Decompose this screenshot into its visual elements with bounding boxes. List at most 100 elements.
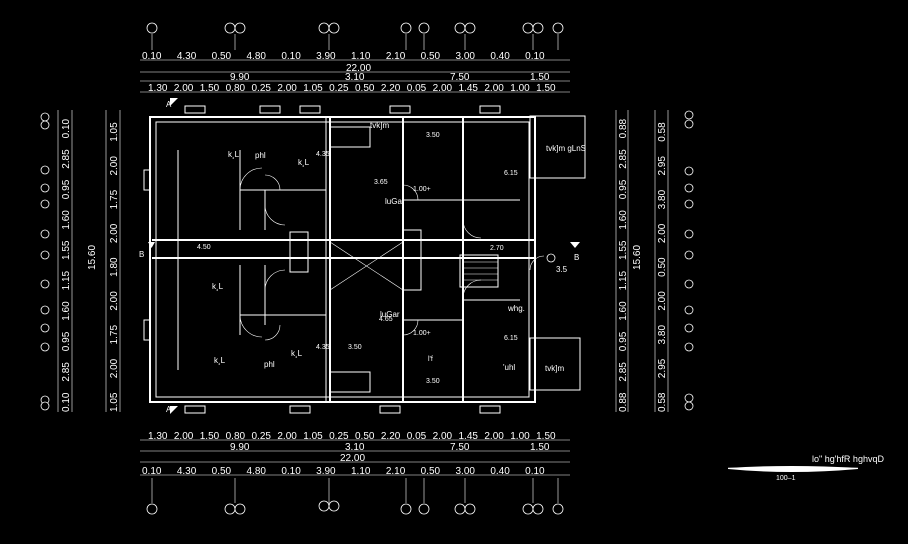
dim-top-group: 3.10 bbox=[345, 72, 365, 83]
top-grid-bubbles bbox=[146, 22, 564, 50]
dim-right-total: 15.60 bbox=[632, 245, 643, 270]
right-grid-bubbles bbox=[684, 110, 694, 411]
dims-left-outer: 0.102.850.951.601.551.151.600.952.850.10 bbox=[61, 118, 72, 412]
dim-left-detail: 1.05 bbox=[109, 392, 120, 412]
dim-right-detail: 2.00 bbox=[657, 223, 668, 243]
plan-annotation: 6.15 bbox=[504, 170, 518, 177]
left-grid-bubbles bbox=[40, 112, 50, 411]
dim-right-detail: 3.80 bbox=[657, 189, 668, 209]
dim-right-detail: 2.95 bbox=[657, 156, 668, 176]
dim-bottom-detail: 0.25 bbox=[252, 431, 272, 442]
room-label: k¸L bbox=[212, 282, 224, 291]
plan-annotation: 1.00+ bbox=[413, 186, 431, 193]
dim-top-detail: 2.00 bbox=[174, 83, 194, 94]
dim-right-segment: 0.95 bbox=[618, 179, 629, 199]
dim-left-detail: 2.00 bbox=[109, 156, 120, 176]
room-label: luGar bbox=[380, 310, 400, 319]
plan-annotation: 3.50 bbox=[348, 344, 362, 351]
room-label: tvk]m bbox=[545, 364, 564, 373]
dim-left-detail: 2.00 bbox=[109, 358, 120, 378]
plan-annotation: 6.15 bbox=[504, 335, 518, 342]
section-mark-label: A bbox=[166, 100, 172, 109]
dim-bottom-segment: 4.30 bbox=[177, 466, 197, 477]
dim-right-detail: 0.50 bbox=[657, 257, 668, 277]
dim-bottom-segment: 3.00 bbox=[456, 466, 476, 477]
plan-annotation: 3.65 bbox=[374, 179, 388, 186]
plan-annotation: 4.35 bbox=[316, 344, 330, 351]
dim-top-group: 7.50 bbox=[450, 72, 470, 83]
dim-right-segment: 1.55 bbox=[618, 240, 629, 260]
dim-right-segment: 1.60 bbox=[618, 301, 629, 321]
dim-top-segment: 0.10 bbox=[142, 51, 162, 62]
dim-right-detail: 0.58 bbox=[657, 122, 668, 142]
dim-bottom-detail: 1.50 bbox=[536, 431, 556, 442]
room-label: phl bbox=[264, 360, 275, 369]
room-label: whg. bbox=[507, 304, 525, 313]
dim-top-group: 1.50 bbox=[530, 72, 550, 83]
scale-block: lo" hg'hfR hghvqD 100–1 bbox=[728, 454, 884, 482]
dim-right-segment: 2.85 bbox=[618, 362, 629, 382]
dim-bottom-detail: 0.25 bbox=[329, 431, 349, 442]
dim-top-detail: 2.00 bbox=[277, 83, 297, 94]
dim-left-segment: 1.60 bbox=[61, 301, 72, 321]
dim-bottom-segment: 0.40 bbox=[490, 466, 510, 477]
dim-top-detail: 0.25 bbox=[329, 83, 349, 94]
dim-bottom-detail: 2.00 bbox=[174, 431, 194, 442]
dim-left-detail: 1.75 bbox=[109, 325, 120, 345]
dim-top-segment: 0.10 bbox=[281, 51, 301, 62]
room-label: k¸L bbox=[291, 349, 303, 358]
room-label: k¸L bbox=[228, 150, 240, 159]
room-label: tvk]m bbox=[370, 121, 389, 130]
room-label: luGar bbox=[385, 197, 405, 206]
dim-left-detail: 2.00 bbox=[109, 291, 120, 311]
scale-ratio: 100–1 bbox=[776, 475, 796, 482]
dim-top-segment: 0.10 bbox=[525, 51, 545, 62]
dim-bottom-total: 22.00 bbox=[340, 453, 365, 464]
dim-bottom-detail: 0.80 bbox=[226, 431, 246, 442]
dim-left-segment: 2.85 bbox=[61, 149, 72, 169]
dim-top-detail: 2.00 bbox=[433, 83, 453, 94]
dim-top-detail: 1.50 bbox=[200, 83, 220, 94]
dim-left-segment: 1.60 bbox=[61, 210, 72, 230]
dim-top-detail: 2.00 bbox=[484, 83, 504, 94]
dim-left-segment: 0.10 bbox=[61, 392, 72, 412]
dim-bottom-detail: 2.00 bbox=[433, 431, 453, 442]
dim-right-detail: 3.80 bbox=[657, 325, 668, 345]
plan-annotation: 2.70 bbox=[490, 245, 504, 252]
door-swings bbox=[239, 167, 545, 341]
dim-top-segment: 1.10 bbox=[351, 51, 371, 62]
dims-right-outer: 0.882.850.951.601.551.151.600.952.850.88 bbox=[618, 118, 629, 412]
dim-bottom-group: 1.50 bbox=[530, 442, 550, 453]
dim-top-total: 22.00 bbox=[346, 63, 371, 74]
dim-bottom-segment: 0.10 bbox=[142, 466, 162, 477]
dim-bottom-detail: 2.00 bbox=[277, 431, 297, 442]
plan-annotation: 4.50 bbox=[197, 244, 211, 251]
dim-right-segment: 1.15 bbox=[618, 270, 629, 290]
scale-title: lo" hg'hfR hghvqD bbox=[812, 454, 884, 464]
section-mark-label: A bbox=[166, 405, 172, 414]
dim-right-segment: 0.95 bbox=[618, 331, 629, 351]
dim-top-detail: 0.50 bbox=[355, 83, 375, 94]
plan-annotation: 1.00+ bbox=[413, 330, 431, 337]
plan-annotation: 3.50 bbox=[426, 378, 440, 385]
building-walls bbox=[149, 115, 586, 403]
dim-left-detail: 1.05 bbox=[109, 122, 120, 142]
dimension-lines bbox=[57, 59, 669, 476]
dim-bottom-segment: 3.90 bbox=[316, 466, 336, 477]
dim-top-detail: 0.25 bbox=[252, 83, 272, 94]
room-label: k¸L bbox=[298, 158, 310, 167]
dim-bottom-detail: 0.50 bbox=[355, 431, 375, 442]
dim-top-detail: 1.30 bbox=[148, 83, 168, 94]
dim-right-detail: 2.95 bbox=[657, 358, 668, 378]
dims-left-inner: 1.052.001.752.001.802.001.752.001.05 bbox=[109, 122, 120, 412]
dim-left-total: 15.60 bbox=[87, 245, 98, 270]
dim-top-detail: 1.45 bbox=[459, 83, 479, 94]
dim-top-detail: 0.80 bbox=[226, 83, 246, 94]
dim-right-segment: 0.88 bbox=[618, 118, 629, 138]
